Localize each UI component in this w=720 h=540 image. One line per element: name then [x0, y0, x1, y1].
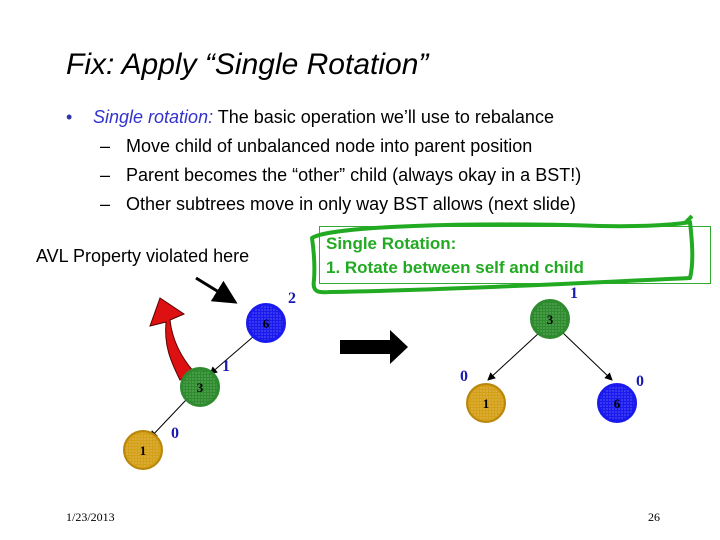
footer-page-number: 26	[648, 510, 660, 524]
bullet-main: • Single rotation: The basic operation we…	[66, 107, 554, 128]
bullet-dot: •	[66, 107, 73, 127]
sub-bullet-text: Parent becomes the “other” child (always…	[126, 165, 582, 185]
avl-violation-label: AVL Property violated here	[36, 246, 250, 266]
slide-title: Fix: Apply “Single Rotation”	[66, 48, 429, 81]
sub-bullet-1: –Move child of unbalanced node into pare…	[100, 136, 533, 156]
left-node-3: 3	[180, 367, 220, 407]
left-node-6: 6	[246, 303, 286, 343]
sub-bullet-3: –Other subtrees move in only way BST all…	[100, 194, 576, 214]
sub-bullet-2: –Parent becomes the “other” child (alway…	[100, 165, 582, 185]
node-label: 3	[547, 312, 554, 327]
sub-bullet-text: Move child of unbalanced node into paren…	[126, 136, 533, 156]
balance-label: 0	[636, 373, 644, 390]
edge-3-1-right	[487, 331, 541, 381]
balance-label: 1	[570, 285, 578, 302]
footer-date: 1/23/2013	[66, 510, 115, 524]
right-node-1: 1	[466, 383, 506, 423]
bullet-lead: Single rotation:	[93, 107, 214, 127]
red-rotation-arrow	[149, 297, 195, 381]
node-label: 6	[263, 316, 270, 331]
edge-3-6-right	[561, 331, 613, 381]
rotation-text: Single Rotation: 1. Rotate between self …	[326, 232, 584, 280]
transform-arrow	[340, 330, 408, 364]
node-label: 1	[483, 396, 490, 411]
node-label: 6	[614, 396, 621, 411]
sub-bullet-text: Other subtrees move in only way BST allo…	[126, 194, 576, 214]
balance-label: 0	[171, 425, 179, 442]
bullet-text: The basic operation we’ll use to rebalan…	[213, 107, 554, 127]
green-highlight-stroke	[310, 220, 695, 295]
rotation-step: 1. Rotate between self and child	[326, 258, 584, 277]
avl-pointer-arrow	[195, 276, 238, 304]
edge-6-3	[209, 335, 255, 375]
balance-label: 1	[222, 358, 230, 375]
left-node-1: 1	[123, 430, 163, 470]
rotation-box	[319, 226, 711, 284]
rotation-title: Single Rotation:	[326, 234, 457, 253]
balance-label: 2	[288, 290, 296, 307]
green-highlight-tick	[684, 214, 694, 224]
right-node-3: 3	[530, 299, 570, 339]
balance-label: 0	[460, 368, 468, 385]
node-label: 1	[140, 443, 147, 458]
edge-3-1	[149, 399, 187, 439]
right-node-6: 6	[597, 383, 637, 423]
node-label: 3	[197, 380, 204, 395]
